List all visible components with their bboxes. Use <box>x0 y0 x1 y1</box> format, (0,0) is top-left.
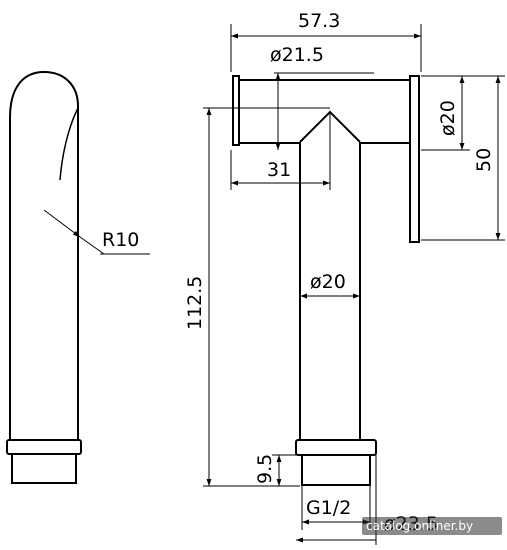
base-collar <box>295 439 377 456</box>
side-view-thread <box>11 453 77 484</box>
side-view-collar <box>6 439 82 455</box>
side-view <box>6 70 82 484</box>
base-thread <box>301 454 371 486</box>
watermark-text: catalog.onliner.by <box>366 519 473 533</box>
dim-spout-length: 31 <box>267 159 291 181</box>
front-view <box>232 75 420 486</box>
internal-cone <box>299 110 361 143</box>
side-view-body-outline <box>9 70 79 440</box>
side-view-inner-curve <box>59 107 79 181</box>
dimension-lines <box>203 24 505 545</box>
dim-total-width: 57.3 <box>298 10 340 32</box>
dim-spout-diameter: ø21.5 <box>270 44 324 66</box>
dim-body-height: 112.5 <box>184 276 206 330</box>
spout-tube <box>239 79 410 440</box>
dim-head-height: 50 <box>473 148 495 172</box>
radius-leader <box>43 209 150 255</box>
radius-label: R10 <box>102 229 139 251</box>
dim-thread-size: G1/2 <box>306 497 351 519</box>
dim-thread-height: 9.5 <box>254 454 276 484</box>
head-plate <box>409 75 420 243</box>
dim-body-diameter: ø20 <box>310 271 346 293</box>
dim-head-diameter: ø20 <box>437 100 459 136</box>
watermark: catalog.onliner.by <box>362 517 502 535</box>
spout-nozzle <box>232 75 240 146</box>
